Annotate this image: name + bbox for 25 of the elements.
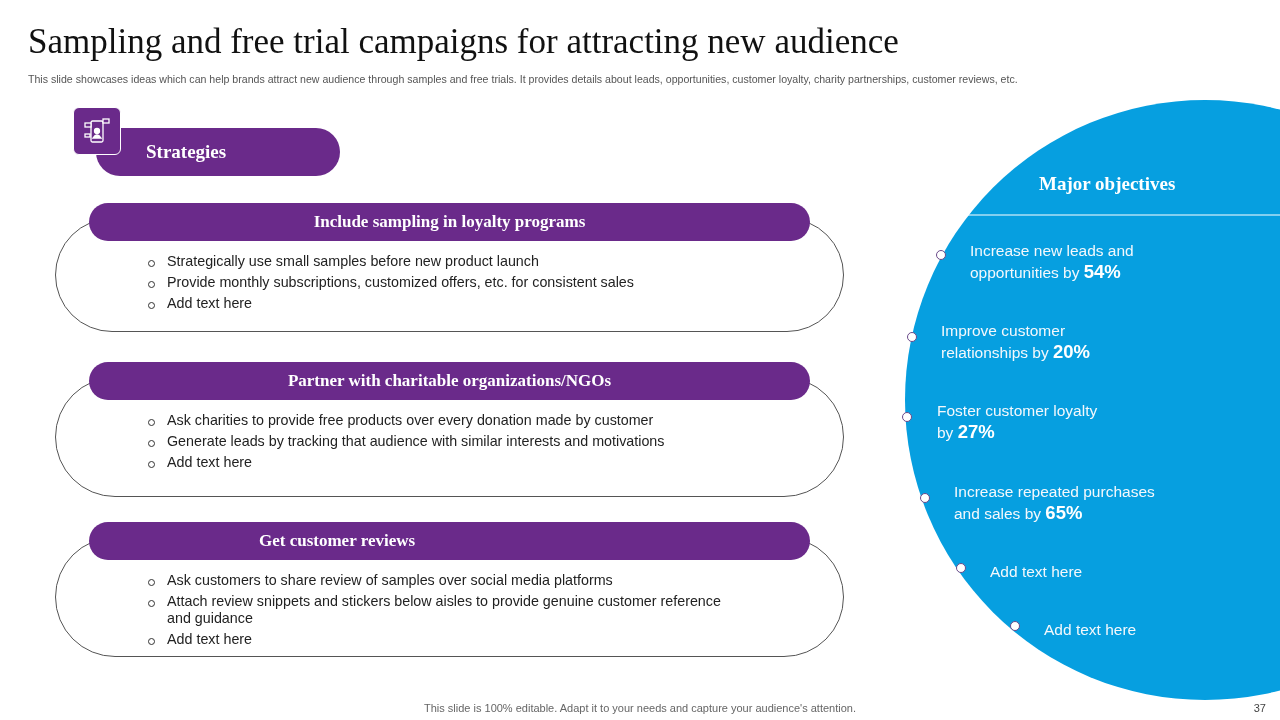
bullet-text: Provide monthly subscriptions, customized offers, etc. for consistent sales [167,274,634,291]
subtitle-text: This slide showcases ideas which can help brands attract new audience through samples and free trials. It provides details about leads, opportunities, customer loyalty, charity partnerships, customer reviews, etc. [28,73,1018,85]
objective-text: Increase repeated purchases and sales by 65% [954,481,1184,524]
section-heading: Strategies [146,141,227,163]
bullet-text: Ask customers to share review of samples over social media platforms [167,572,613,589]
bullet-text: Attach review snippets and stickers below aisles to provide genuine customer reference and guidance [167,593,722,627]
card-heading-bar: Include sampling in loyalty programs [89,203,810,241]
page-number: 37 [1253,702,1266,714]
card-heading-bar: Get customer reviews [89,522,810,560]
objective-text: Increase new leads and opportunities by 54% [970,240,1170,283]
footer-note: This slide is 100% editable. Adapt it to your needs and capture your audience's attention. [424,702,856,714]
objective-text: Add text here [1044,619,1244,640]
objective-text: Improve customer relationships by 20% [941,320,1121,363]
bullet-text: Strategically use small samples before new product launch [167,253,539,270]
slide-title: Sampling and free trial campaigns for attracting new audience [28,22,899,62]
objective-text: Foster customer loyalty by 27% [937,400,1117,443]
bullet-text: Add text here [167,454,253,471]
bullet-text: Generate leads by tracking that audience with similar interests and motivations [167,433,665,450]
circle-heading: Major objectives [1039,173,1176,195]
card-heading-bar: Partner with charitable organizations/NGOs [89,362,810,400]
objective-text: Add text here [990,561,1190,582]
bullet-text: Add text here [167,631,253,648]
header-band [96,128,340,176]
bullet-text: Ask charities to provide free products over every donation made by customer [167,412,654,429]
bullet-text: Add text here [167,295,253,312]
